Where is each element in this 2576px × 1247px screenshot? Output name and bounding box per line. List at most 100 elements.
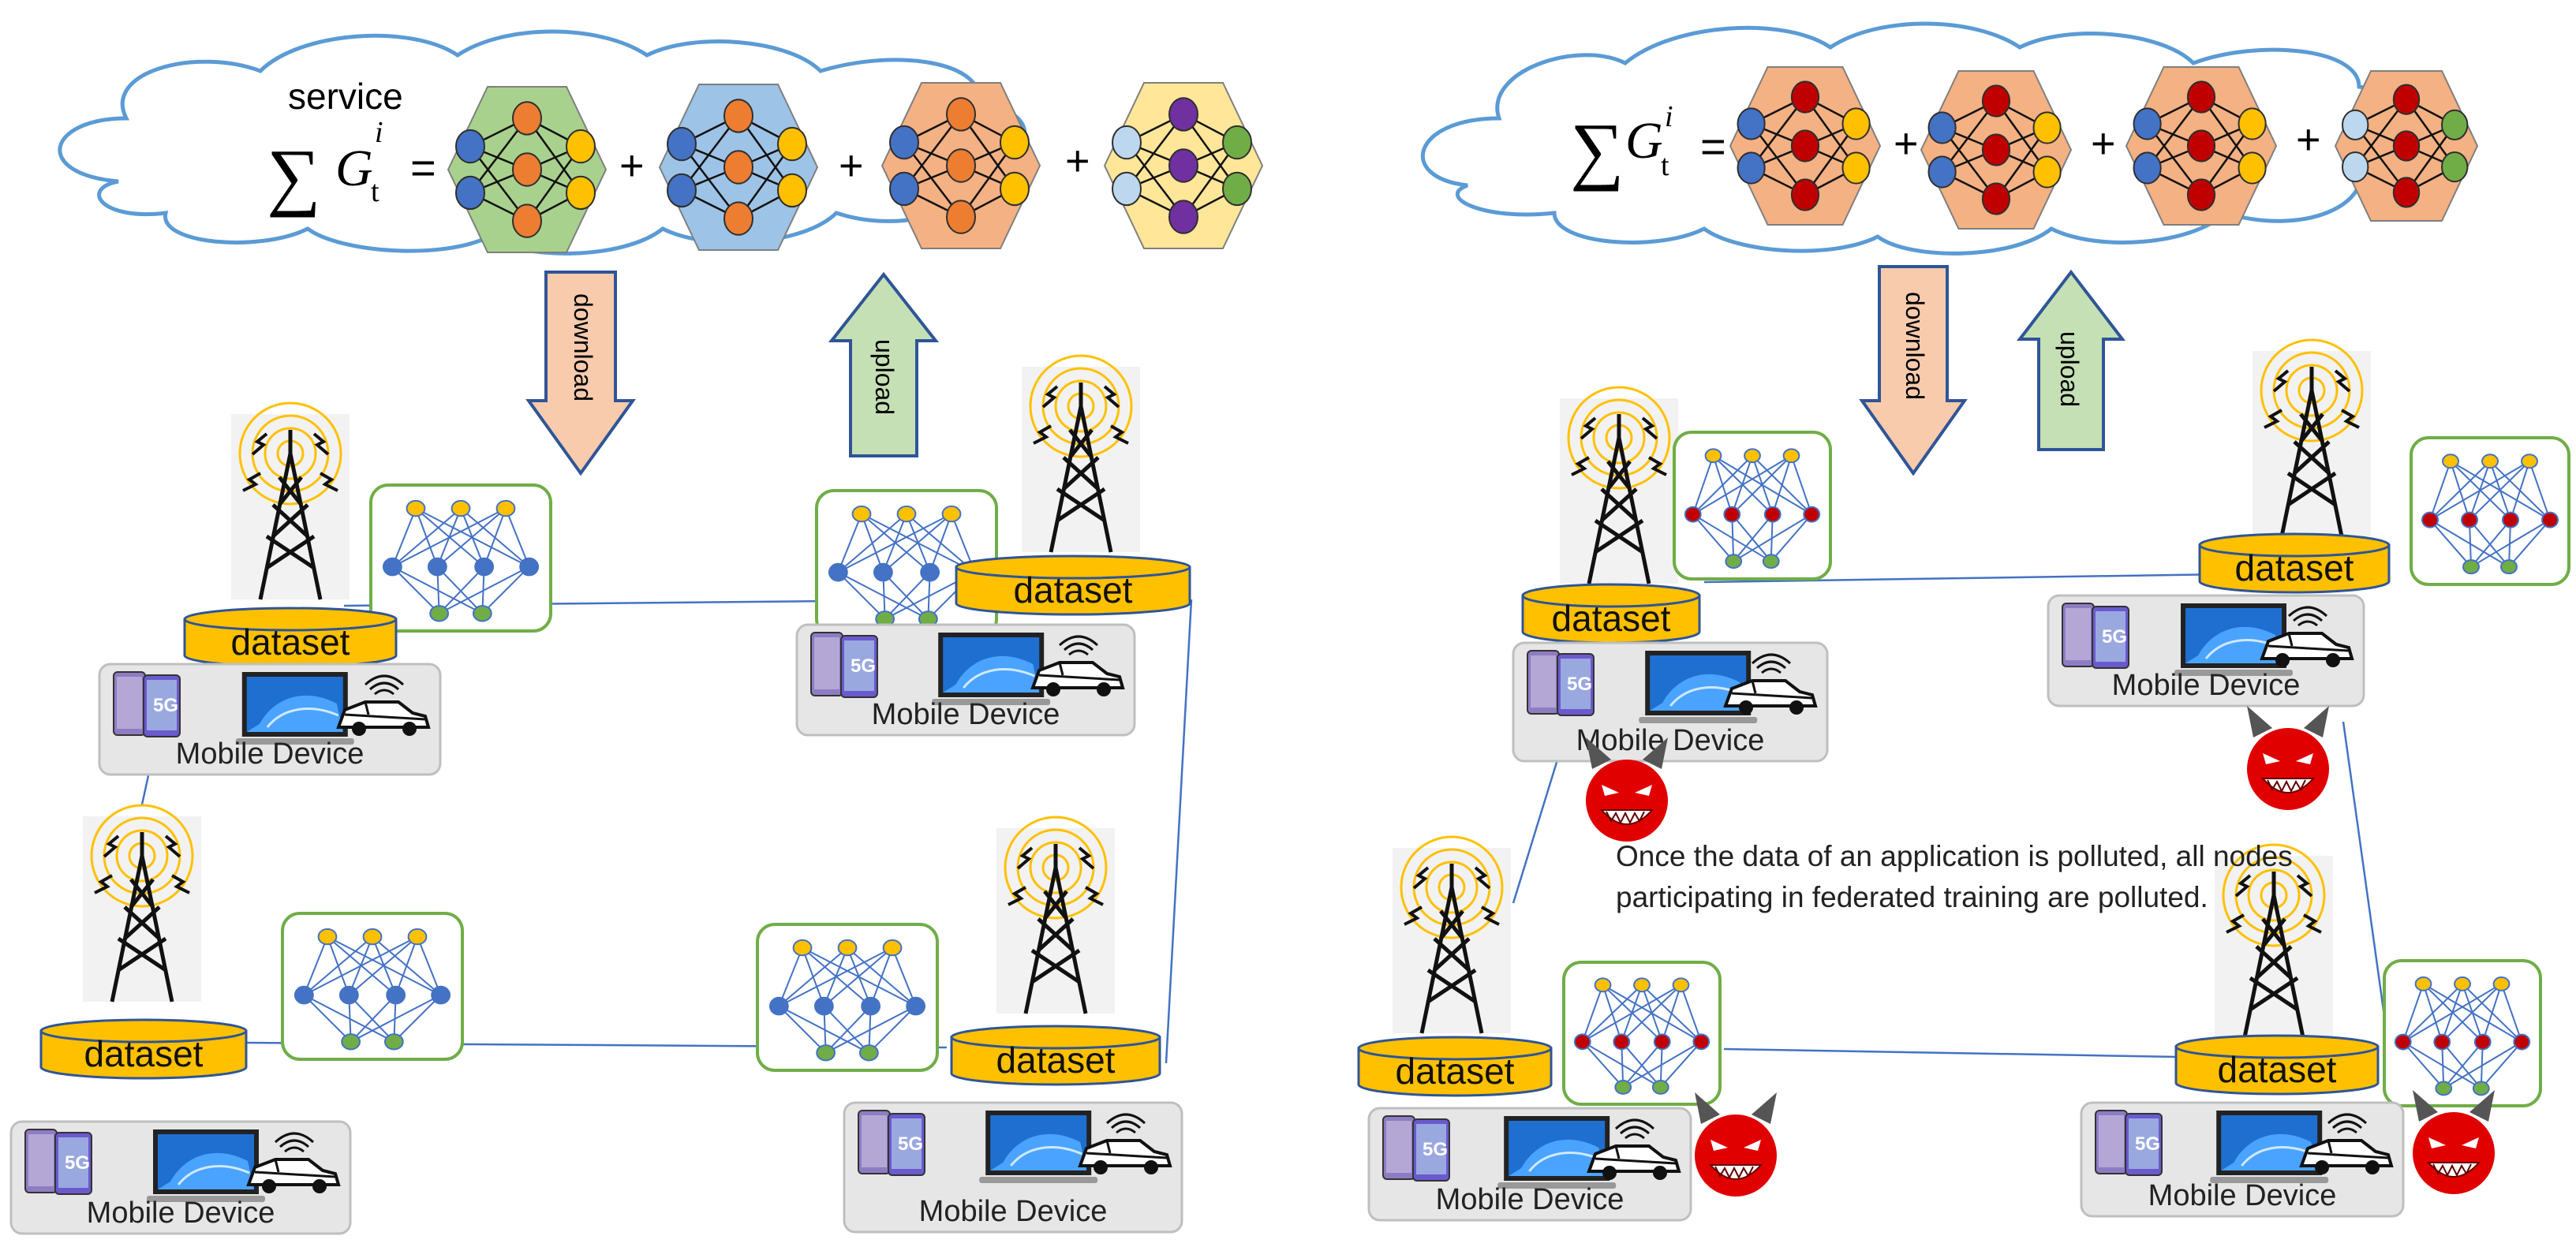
formula-superscript: i <box>375 116 383 149</box>
polluted-model-hex-1 <box>1729 66 1882 226</box>
formula-superscript-right: i <box>1665 100 1673 133</box>
tower-left-3 <box>83 805 201 1002</box>
upload-arrow-right: upload <box>2016 269 2126 451</box>
local-model-right-4 <box>2383 959 2542 1107</box>
download-label-right: download <box>1901 292 1929 400</box>
tower-right-1 <box>1560 387 1678 584</box>
devil-icon <box>2246 705 2330 811</box>
download-arrow: download <box>525 271 636 476</box>
global-model-hex-2 <box>658 84 819 251</box>
laptop-icon <box>978 1109 1099 1185</box>
formula-plus-right-3: + <box>2296 116 2321 163</box>
dataset-label: dataset <box>2218 1049 2337 1090</box>
local-model-right-2 <box>2410 436 2570 586</box>
dataset-right-3: dataset <box>1357 1036 1553 1097</box>
laptop-icon <box>145 1128 267 1204</box>
tower-left-2 <box>1022 356 1140 552</box>
polluted-model-hex-2 <box>1920 70 2073 230</box>
mobile-device-label: Mobile Device <box>2148 1179 2337 1212</box>
mobile-device-label: Mobile Device <box>872 698 1060 731</box>
tower-left-1 <box>231 403 350 599</box>
5g-badge: 5G <box>898 1133 923 1155</box>
upload-arrow: upload <box>828 271 940 457</box>
formula-variable: G <box>335 140 373 197</box>
formula-subscript: t <box>371 175 379 208</box>
mobile-device-label: Mobile Device <box>1436 1183 1624 1216</box>
formula-plus-right-2: + <box>2091 120 2116 167</box>
dataset-right-4: dataset <box>2174 1034 2380 1096</box>
global-model-hex-3 <box>880 82 1041 249</box>
formula-equals: = <box>410 143 436 192</box>
dataset-label: dataset <box>231 622 350 663</box>
download-label: download <box>569 293 597 401</box>
5g-badge: 5G <box>153 695 178 716</box>
dataset-label: dataset <box>84 1033 204 1074</box>
formula-sum-right: ∑ <box>1570 107 1624 192</box>
global-model-hex-4 <box>1103 82 1264 249</box>
tower-right-3 <box>1393 837 1511 1033</box>
mobile-device-label: Mobile Device <box>1576 724 1765 757</box>
upload-label-right: upload <box>2055 331 2084 407</box>
formula-plus-1: + <box>619 142 645 189</box>
5g-badge: 5G <box>2135 1133 2160 1155</box>
dataset-left-4: dataset <box>950 1025 1161 1086</box>
formula-subscript-right: t <box>1661 149 1669 182</box>
dataset-right-2: dataset <box>2198 532 2391 594</box>
formula-plus-right-1: + <box>1894 120 1919 167</box>
connection-lines-right <box>1512 573 2386 1058</box>
local-model-left-4 <box>756 923 939 1072</box>
mobile-device-label: Mobile Device <box>919 1195 1108 1228</box>
polluted-model-hex-4 <box>2334 70 2479 222</box>
dataset-left-3: dataset <box>39 1018 248 1080</box>
dataset-label: dataset <box>1552 598 1671 639</box>
5g-badge: 5G <box>2102 626 2127 648</box>
upload-label: upload <box>870 339 899 415</box>
5g-badge: 5G <box>65 1152 90 1174</box>
mobile-device-left-4: 5G Mobile Device <box>843 1101 1183 1234</box>
local-model-right-1 <box>1673 431 1832 581</box>
mobile-device-right-1: 5G Mobile Device <box>1512 641 1829 763</box>
5g-badge: 5G <box>1567 674 1592 695</box>
dataset-left-1: dataset <box>183 607 398 668</box>
formula-equals-right: = <box>1700 121 1726 171</box>
dataset-label: dataset <box>1014 569 1133 610</box>
tower-left-4 <box>996 817 1115 1014</box>
formula-plus-2: + <box>839 142 864 189</box>
mobile-device-label: Mobile Device <box>2112 669 2301 702</box>
dataset-left-2: dataset <box>955 554 1191 616</box>
formula-variable-right: G <box>1625 112 1663 170</box>
laptop-icon <box>930 631 1052 707</box>
mobile-device-right-4: 5G Mobile Device <box>2080 1101 2405 1218</box>
right-panel: ∑ G i t = + + + download upload <box>1357 21 2570 1222</box>
laptop-icon <box>234 670 356 746</box>
mobile-device-left-3: 5G Mobile Device <box>9 1120 352 1235</box>
tower-right-2 <box>2253 340 2371 536</box>
mobile-device-left-2: 5G Mobile Device <box>795 623 1136 737</box>
mobile-device-right-2: 5G Mobile Device <box>2047 594 2365 708</box>
mobile-device-label: Mobile Device <box>176 737 365 771</box>
left-panel: service ∑ G i t = + + + download upload <box>9 29 1264 1235</box>
download-arrow-right: download <box>1859 265 1968 476</box>
local-model-left-3 <box>281 912 464 1061</box>
pollution-warning-line-1: Once the data of an application is pollu… <box>1616 840 2293 872</box>
global-model-hex-1 <box>447 86 608 253</box>
polluted-model-hex-3 <box>2125 66 2278 226</box>
formula-sum: ∑ <box>267 133 320 218</box>
dataset-label: dataset <box>996 1040 1116 1081</box>
mobile-device-right-3: 5G Mobile Device <box>1367 1107 1692 1222</box>
mobile-device-label: Mobile Device <box>87 1197 275 1230</box>
dataset-label: dataset <box>1396 1051 1515 1092</box>
local-model-right-3 <box>1562 961 1722 1106</box>
devil-icon <box>1694 1092 1778 1197</box>
pollution-warning-line-2: participating in federated training are … <box>1616 881 2208 913</box>
dataset-label: dataset <box>2235 547 2354 588</box>
cloud-service-caption: service <box>288 76 403 117</box>
local-model-left-1 <box>369 483 552 633</box>
dataset-right-1: dataset <box>1521 583 1701 644</box>
5g-badge: 5G <box>851 655 876 677</box>
local-model-left-2 <box>815 489 998 638</box>
formula-plus-3: + <box>1065 137 1090 185</box>
5g-badge: 5G <box>1423 1139 1448 1160</box>
tower-right-4 <box>2215 845 2333 1041</box>
